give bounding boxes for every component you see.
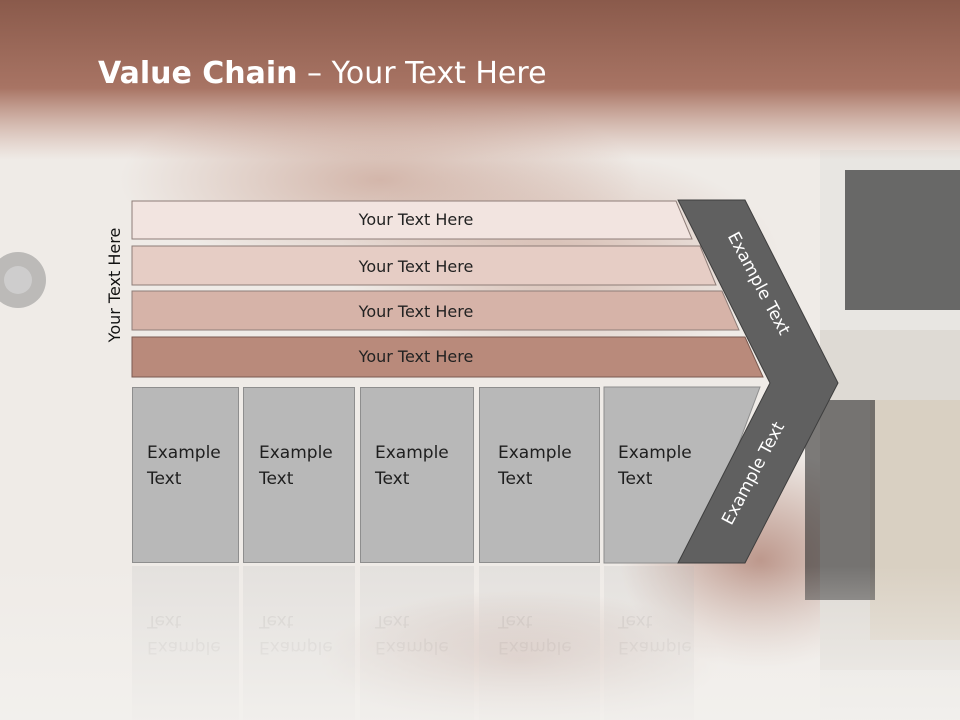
primary-cell-5-line2: Text [618,469,653,489]
support-bar-4-label: Your Text Here [358,347,474,366]
primary-cell-3-line1: Example [375,443,449,463]
primary-cell-3-text: Example Text [375,440,449,492]
slide-title: Value Chain – Your Text Here [98,56,547,91]
support-bar-1-label: Your Text Here [358,210,474,229]
support-bar-2[interactable]: Your Text Here [131,245,717,286]
primary-cell-2-line1: Example [259,443,333,463]
support-bar-3[interactable]: Your Text Here [131,290,740,331]
title-rest: – Your Text Here [297,56,547,91]
primary-cell-1-line2: Text [147,469,182,489]
primary-cell-1-line1: Example [147,443,221,463]
primary-cell-2[interactable] [243,387,355,563]
title-bold: Value Chain [98,56,298,91]
primary-cell-1-text: Example Text [147,440,221,492]
primary-cell-2-line2: Text [259,469,294,489]
reflection-fade [0,566,960,720]
support-bar-3-label: Your Text Here [358,302,474,321]
support-bar-4[interactable]: Your Text Here [131,336,764,378]
primary-cell-4-text: Example Text [498,440,572,492]
primary-cell-4-line2: Text [498,469,533,489]
support-bar-2-label: Your Text Here [358,257,474,276]
primary-cell-5-line1: Example [618,443,692,463]
primary-cell-5-text: Example Text [618,440,692,492]
primary-cell-3-line2: Text [375,469,410,489]
primary-cell-4-line1: Example [498,443,572,463]
primary-cell-1[interactable] [132,387,239,563]
primary-cell-2-text: Example Text [259,440,333,492]
support-bar-1[interactable]: Your Text Here [131,200,693,240]
primary-cell-3[interactable] [360,387,474,563]
primary-cell-4[interactable] [479,387,600,563]
